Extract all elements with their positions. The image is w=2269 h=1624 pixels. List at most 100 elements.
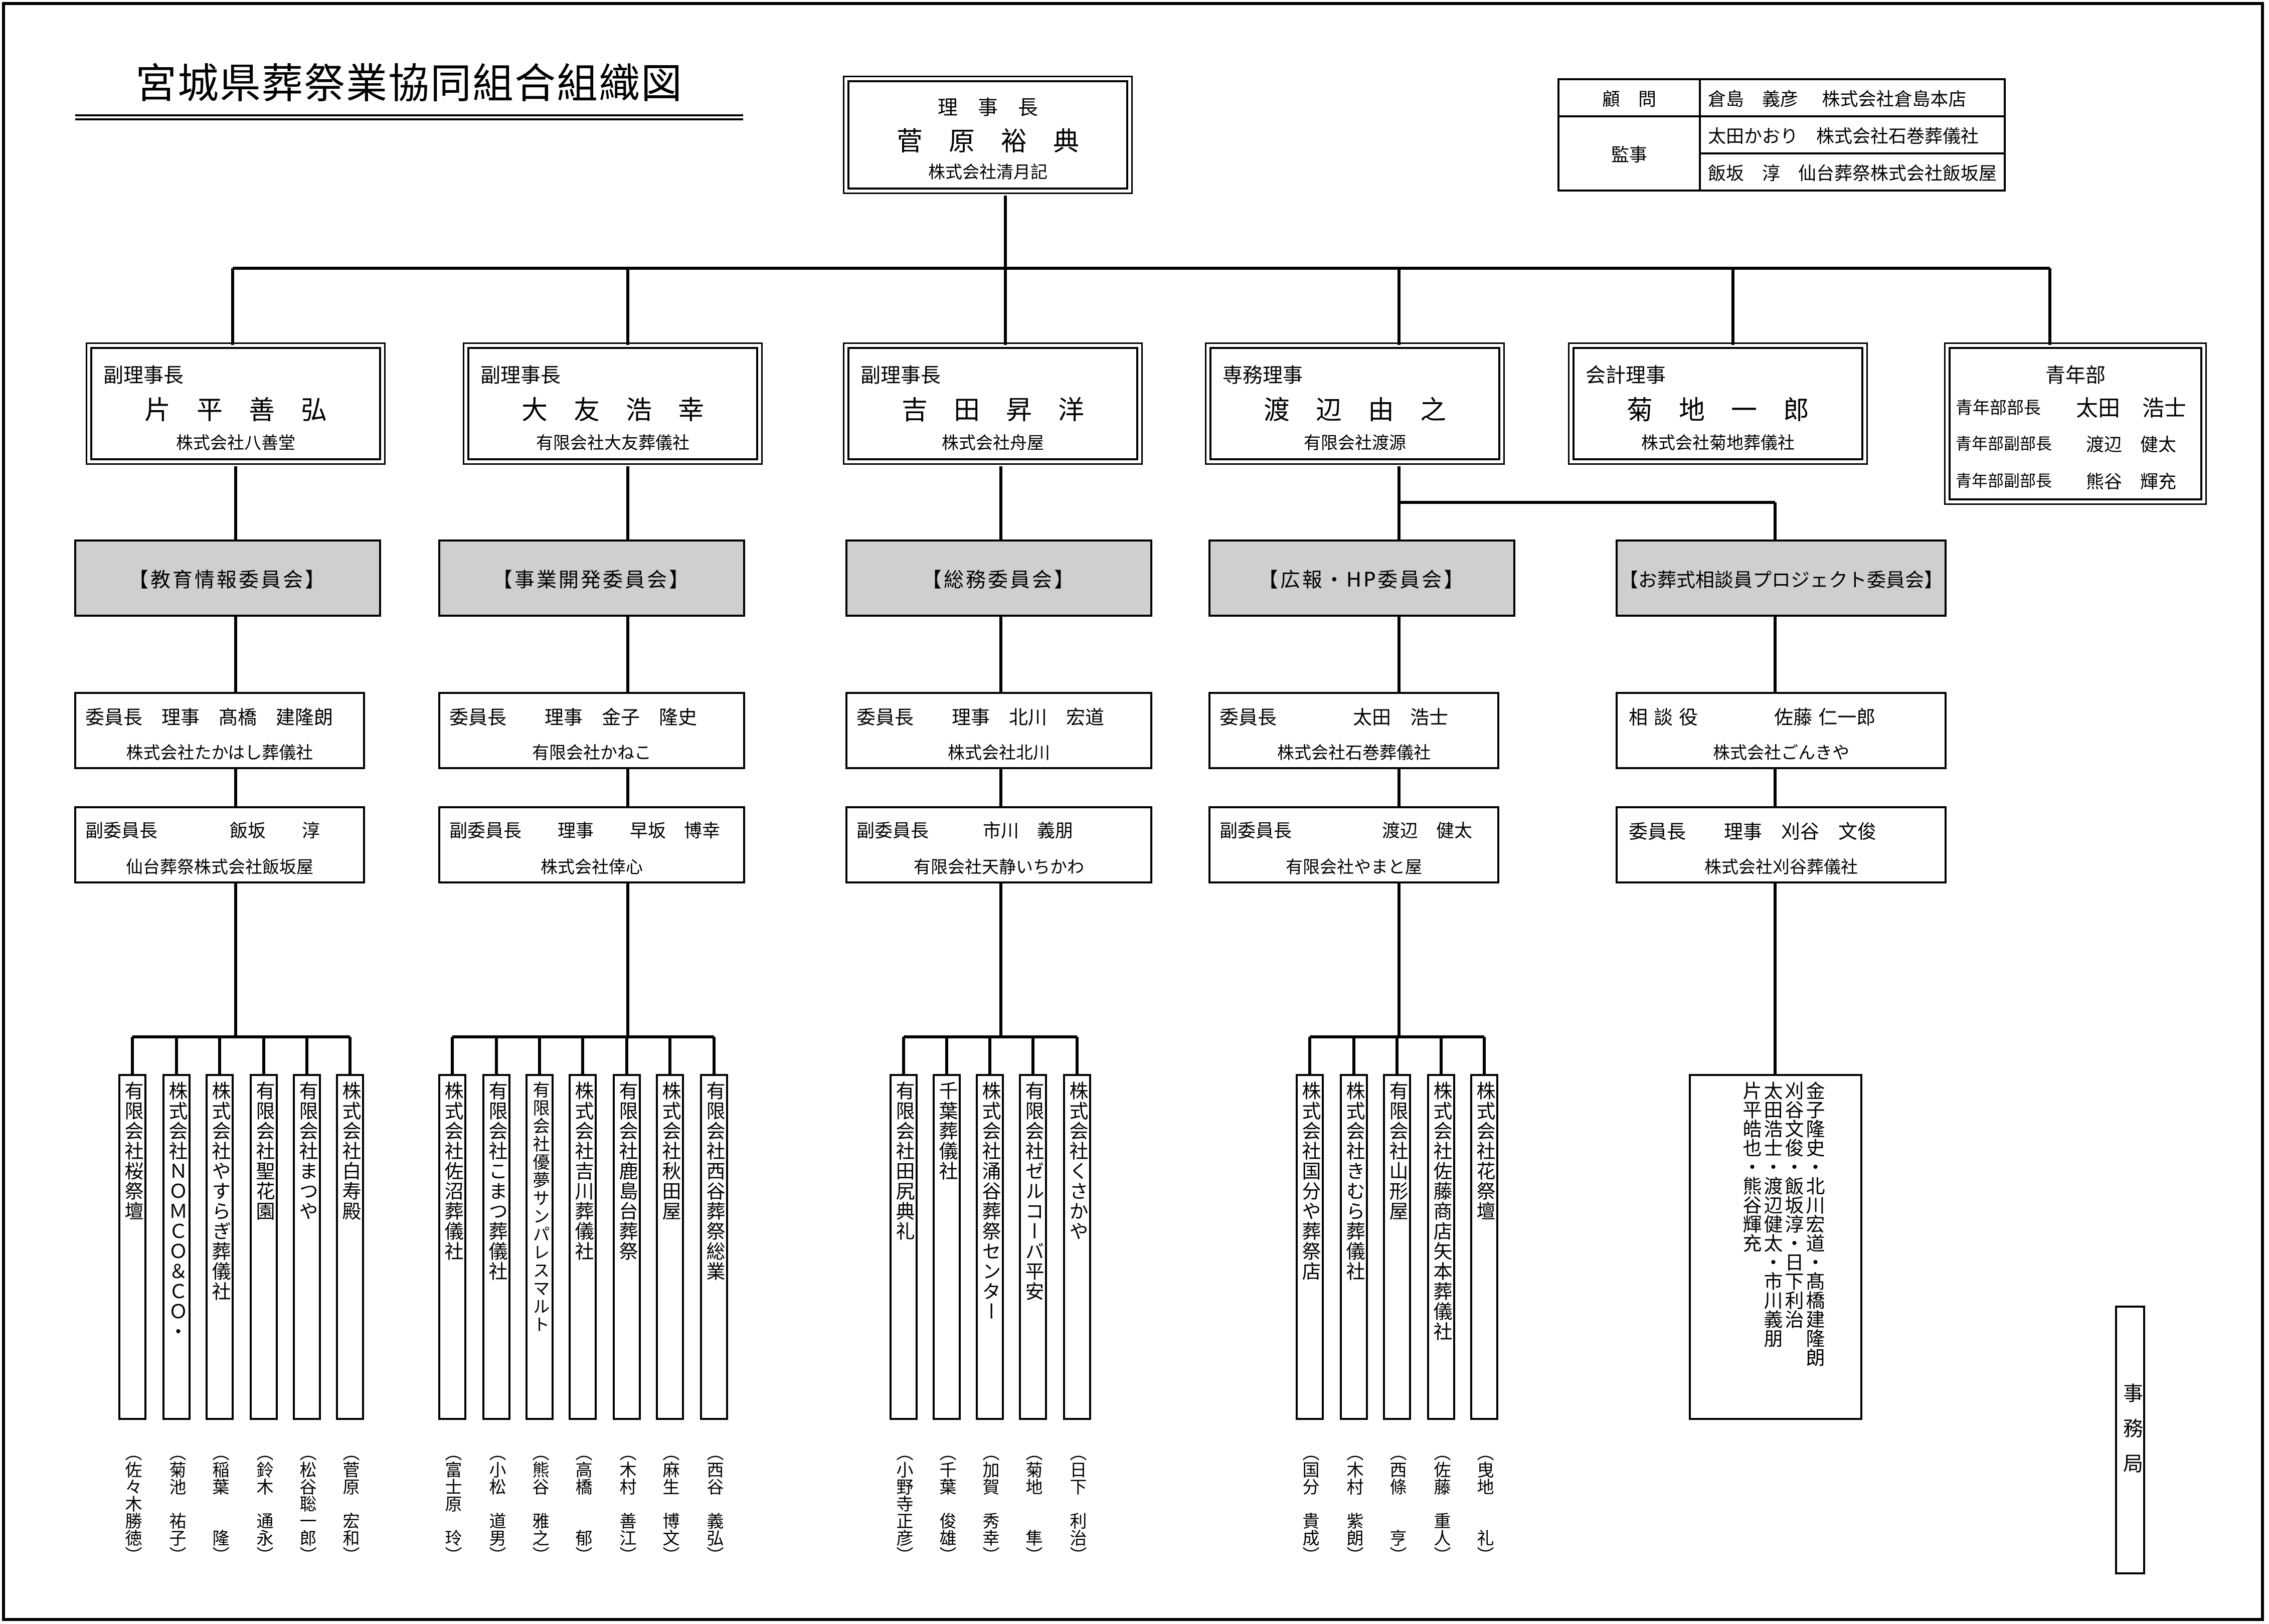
youth-role-2: 青年部副部長 bbox=[1956, 434, 2052, 453]
member-company: 株式会社やすらぎ葬儀社 bbox=[209, 1081, 231, 1302]
chair-company: 株式会社北川 bbox=[948, 743, 1050, 763]
project-members-box: 金子隆史・北川宏道・髙橋建隆朗 刈谷文俊・飯坂淳・日下利治 太田浩士・渡辺健太・… bbox=[1689, 1074, 1862, 1420]
officer-company: 有限会社大友葬儀社 bbox=[536, 433, 689, 453]
committee-chair-box-3: 委員長 理事 北川 宏道 株式会社北川 bbox=[845, 692, 1152, 769]
member-box: 株式会社花祭壇 bbox=[1470, 1074, 1498, 1420]
committee-chair-box-5: 相 談 役 佐藤 仁一郎 株式会社ごんきや bbox=[1616, 692, 1947, 769]
youth-name-2: 渡辺 健太 bbox=[2086, 435, 2177, 455]
member-company: 株式会社白寿殿 bbox=[339, 1081, 361, 1221]
vice-company: 仙台葬祭株式会社飯坂屋 bbox=[126, 857, 313, 877]
officer-role: 副理事長 bbox=[480, 364, 561, 387]
committee-header-1: 【教育情報委員会】 bbox=[74, 539, 381, 617]
member-person: （西谷 義弘） bbox=[704, 1444, 724, 1563]
committee-chair-box-2: 委員長 理事 金子 隆史 有限会社かねこ bbox=[438, 692, 745, 769]
officer-box-1: 副理事長 片 平 善 弘 株式会社八善堂 bbox=[86, 342, 386, 465]
officer-role: 副理事長 bbox=[860, 364, 941, 387]
youth-box: 青年部 青年部部長 太田 浩士 青年部副部長 渡辺 健太 青年部副部長 熊谷 輝… bbox=[1944, 342, 2207, 505]
chair-company: 株式会社ごんきや bbox=[1713, 743, 1849, 763]
member-company: 有限会社桜祭壇 bbox=[121, 1081, 143, 1221]
member-person: （千葉 俊雄） bbox=[936, 1444, 956, 1563]
title-underline bbox=[75, 114, 743, 120]
member-person: （小野寺正彦） bbox=[893, 1444, 913, 1563]
project-members-col-1: 金子隆史・北川宏道・髙橋建隆朗 bbox=[1803, 1081, 1825, 1367]
chair-company: 株式会社石巻葬儀社 bbox=[1277, 743, 1431, 763]
vice-company: 有限会社天静いちかわ bbox=[914, 857, 1084, 877]
committee-header-2: 【事業開発委員会】 bbox=[438, 539, 745, 617]
committee-chair-box-4: 委員長 太田 浩士 株式会社石巻葬儀社 bbox=[1208, 692, 1499, 769]
vice-company: 有限会社やまと屋 bbox=[1286, 857, 1422, 877]
committee-vice-box-1: 副委員長 飯坂 淳 仙台葬祭株式会社飯坂屋 bbox=[74, 806, 365, 883]
committee-vice-box-2: 副委員長 理事 早坂 博幸 株式会社倖心 bbox=[438, 806, 745, 883]
member-box: 有限会社優夢サンパレスマルト bbox=[526, 1074, 554, 1420]
officer-name: 片 平 善 弘 bbox=[144, 396, 327, 426]
member-person: （西條 亨） bbox=[1386, 1444, 1407, 1563]
member-box: 株式会社涌谷葬祭センター bbox=[976, 1074, 1004, 1420]
office-box: 事務局 bbox=[2115, 1306, 2145, 1574]
member-person: （小松 道男） bbox=[486, 1444, 506, 1563]
youth-title: 青年部 bbox=[2045, 364, 2106, 387]
vice-line: 副委員長 渡辺 健太 bbox=[1219, 821, 1473, 841]
youth-name-3: 熊谷 輝充 bbox=[2086, 472, 2177, 492]
member-person: （菊池 祐子） bbox=[166, 1444, 186, 1563]
vice-line: 委員長 理事 刈谷 文俊 bbox=[1629, 821, 1877, 843]
member-box: 株式会社佐沼葬儀社 bbox=[438, 1074, 466, 1420]
chair-line: 委員長 太田 浩士 bbox=[1219, 706, 1449, 729]
member-company: 株式会社国分や葬祭店 bbox=[1299, 1081, 1321, 1282]
member-person: （加賀 秀幸） bbox=[979, 1444, 999, 1563]
member-box: 有限会社西谷葬祭総業 bbox=[700, 1074, 728, 1420]
committee-header-5: 【お葬式相談員プロジェクト委員会】 bbox=[1616, 539, 1947, 617]
officer-box-5: 会計理事 菊 地 一 郎 株式会社菊地葬儀社 bbox=[1568, 342, 1868, 465]
officer-company: 有限会社渡源 bbox=[1304, 433, 1406, 453]
member-company: 株式会社花祭壇 bbox=[1473, 1081, 1495, 1221]
chair-line: 委員長 理事 髙橋 建隆朗 bbox=[85, 706, 333, 729]
committee-vice-box-5: 委員長 理事 刈谷 文俊 株式会社刈谷葬儀社 bbox=[1616, 806, 1947, 883]
member-company: 有限会社聖花園 bbox=[253, 1081, 275, 1221]
chairman-box: 理 事 長 菅 原 裕 典 株式会社清月記 bbox=[843, 76, 1133, 194]
page-title: 宮城県葬祭業協同組合組織図 bbox=[135, 60, 683, 108]
chair-company: 株式会社たかはし葬儀社 bbox=[126, 743, 313, 763]
member-box: 株式会社くさかや bbox=[1063, 1074, 1091, 1420]
vice-company: 株式会社倖心 bbox=[541, 857, 643, 877]
member-company: 有限会社こまつ葬儀社 bbox=[485, 1081, 507, 1282]
member-box: 有限会社鹿島台葬祭 bbox=[613, 1074, 641, 1420]
member-person: （曳地 礼） bbox=[1474, 1444, 1494, 1563]
officer-box-2: 副理事長 大 友 浩 幸 有限会社大友葬儀社 bbox=[463, 342, 763, 465]
auditor-1: 太田かおり 株式会社石巻葬儀社 bbox=[1698, 115, 2006, 154]
member-person: （松谷聡一郎） bbox=[296, 1444, 316, 1563]
officer-role: 副理事長 bbox=[103, 364, 184, 387]
committee-vice-box-4: 副委員長 渡辺 健太 有限会社やまと屋 bbox=[1208, 806, 1499, 883]
member-company: 有限会社まつや bbox=[296, 1081, 318, 1221]
officer-name: 渡 辺 由 之 bbox=[1263, 396, 1446, 426]
member-box: 株式会社秋田屋 bbox=[656, 1074, 684, 1420]
member-company: 株式会社きむら葬儀社 bbox=[1343, 1081, 1365, 1282]
member-company: 株式会社ＮＯＭＣＯ＆ＣＯ・ bbox=[165, 1081, 188, 1342]
officer-role: 会計理事 bbox=[1586, 364, 1666, 387]
member-box: 有限会社田尻典礼 bbox=[890, 1074, 918, 1420]
member-company: 有限会社優夢サンパレスマルト bbox=[530, 1081, 550, 1334]
youth-role-1: 青年部部長 bbox=[1956, 398, 2041, 418]
officer-name: 菊 地 一 郎 bbox=[1626, 396, 1809, 426]
member-person: （菊地 隼） bbox=[1022, 1444, 1042, 1563]
advisor-value: 倉島 義彦 株式会社倉島本店 bbox=[1698, 78, 2006, 117]
member-company: 有限会社ゼルコーバ平安 bbox=[1022, 1081, 1044, 1302]
member-box: 有限会社ゼルコーバ平安 bbox=[1019, 1074, 1047, 1420]
member-box: 株式会社ＮＯＭＣＯ＆ＣＯ・ bbox=[162, 1074, 191, 1420]
officer-company: 株式会社菊地葬儀社 bbox=[1641, 433, 1795, 453]
project-members-col-2: 刈谷文俊・飯坂淳・日下利治 bbox=[1782, 1081, 1804, 1329]
member-person: （麻生 博文） bbox=[659, 1444, 679, 1563]
member-company: 有限会社田尻典礼 bbox=[893, 1081, 915, 1241]
officer-name: 吉 田 昇 洋 bbox=[901, 396, 1084, 426]
member-box: 株式会社白寿殿 bbox=[336, 1074, 364, 1420]
office-label: 事務局 bbox=[2120, 1383, 2143, 1488]
advisors-table: 顧 問 倉島 義彦 株式会社倉島本店 監事 太田かおり 株式会社石巻葬儀社 飯坂… bbox=[1557, 78, 2006, 192]
member-box: 有限会社聖花園 bbox=[250, 1074, 278, 1420]
member-person: （鈴木 通永） bbox=[253, 1444, 273, 1563]
member-box: 有限会社山形屋 bbox=[1383, 1074, 1411, 1420]
member-box: 株式会社国分や葬祭店 bbox=[1296, 1074, 1324, 1420]
committee-chair-box-1: 委員長 理事 髙橋 建隆朗 株式会社たかはし葬儀社 bbox=[74, 692, 365, 769]
member-company: 有限会社西谷葬祭総業 bbox=[703, 1081, 725, 1282]
member-person: （国分 貴成） bbox=[1299, 1444, 1319, 1563]
member-company: 株式会社涌谷葬祭センター bbox=[979, 1081, 1001, 1322]
